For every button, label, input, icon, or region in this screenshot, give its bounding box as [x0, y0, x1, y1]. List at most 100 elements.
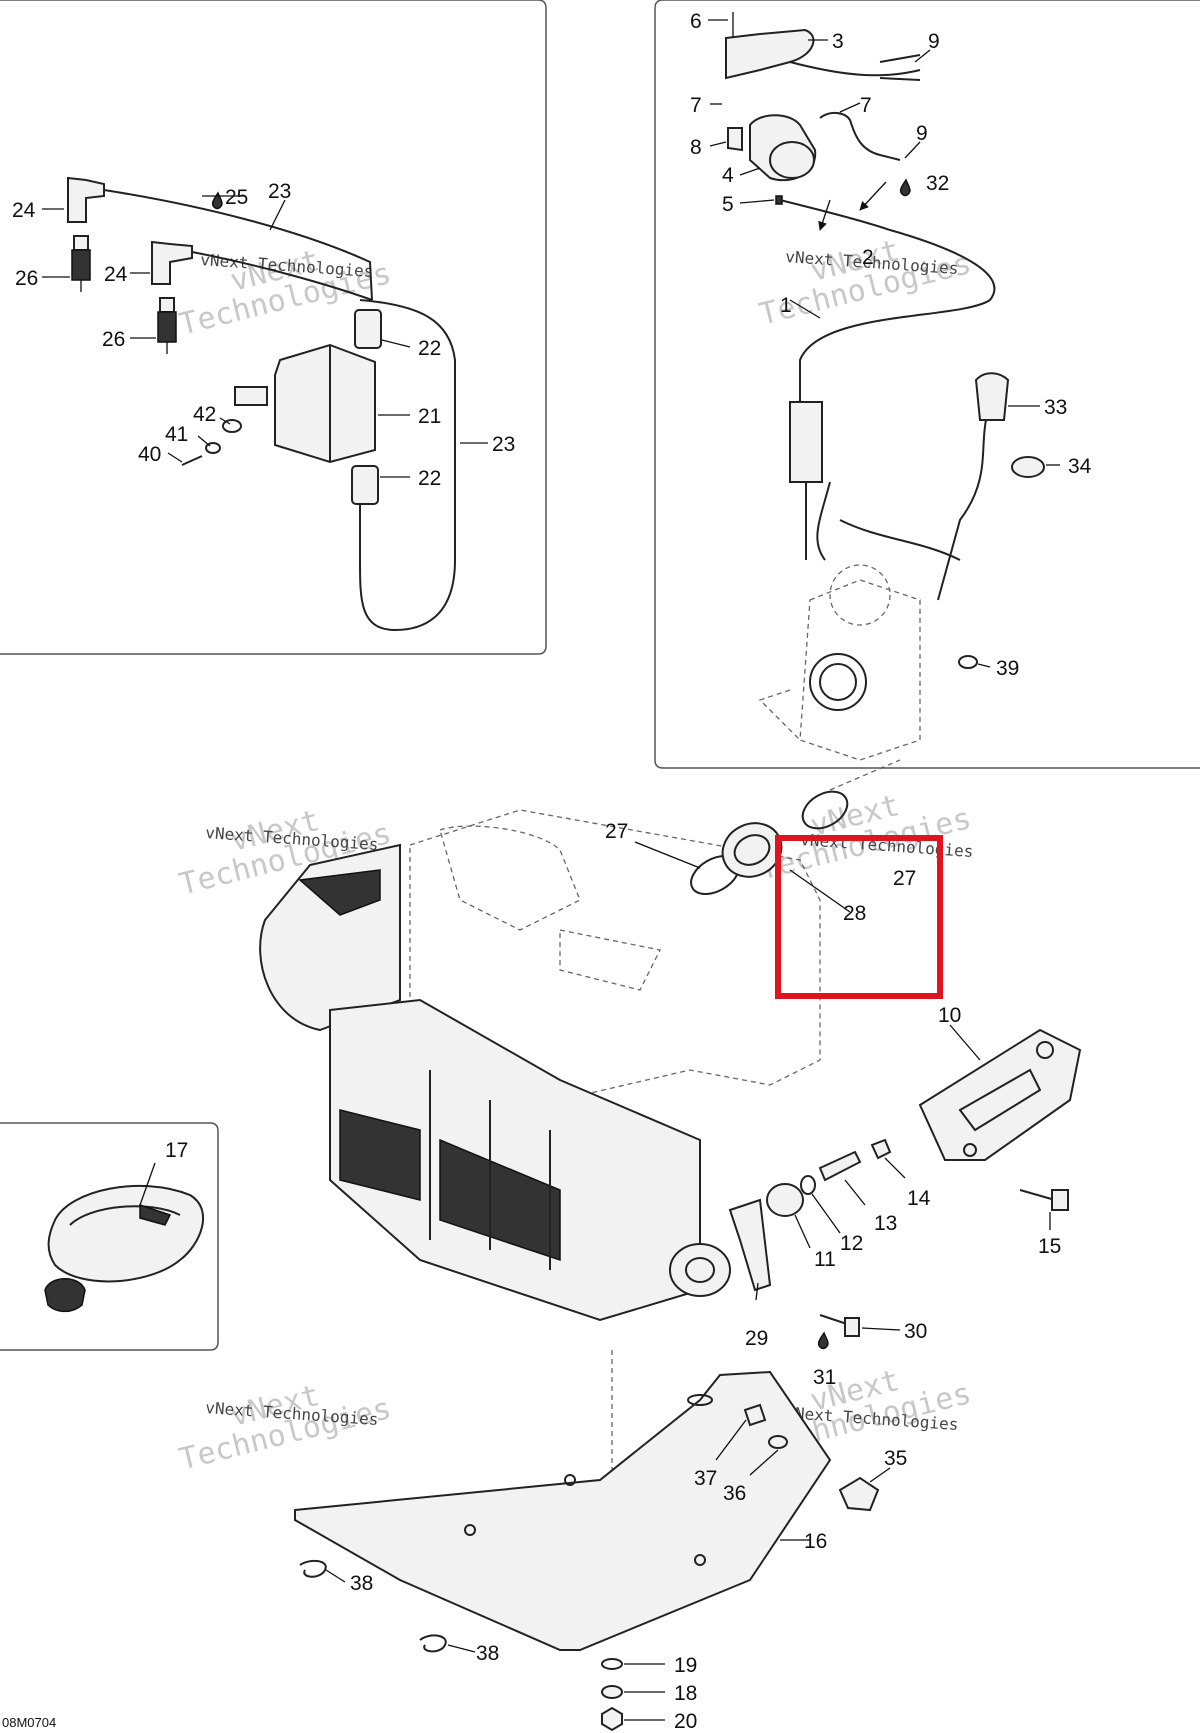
oil-cap-panel	[0, 1122, 219, 1351]
callout-23: 23	[492, 433, 515, 456]
callout-8: 8	[690, 136, 702, 159]
washer-42	[222, 419, 242, 433]
callout-38: 38	[350, 1572, 373, 1595]
callout-18: 18	[674, 1682, 697, 1705]
callout-22: 22	[418, 467, 441, 490]
coil-boot-upper	[354, 309, 382, 349]
carburetor-cable-panel	[654, 0, 1200, 769]
callout-1: 1	[780, 294, 792, 317]
callout-24: 24	[104, 263, 128, 286]
lubricant-drop-icon	[211, 191, 223, 210]
coil-boot-lower	[351, 465, 379, 505]
callout-33: 33	[1044, 396, 1067, 419]
clip-38a	[299, 1559, 327, 1578]
callout-39: 39	[996, 657, 1019, 680]
ht-wire	[103, 189, 373, 301]
callout-16: 16	[804, 1530, 827, 1553]
callout-3: 3	[832, 30, 844, 53]
carburetor-body	[799, 579, 921, 761]
callout-32: 32	[926, 172, 949, 195]
callout-38: 38	[476, 1642, 499, 1665]
drawing-code: 08M0704	[2, 1715, 56, 1730]
wire-harness	[789, 61, 921, 77]
lubricant-drop-icon	[817, 1331, 829, 1350]
coil-connector	[234, 386, 268, 406]
oil-tank-cap	[44, 1184, 205, 1313]
pressure-switch-35	[838, 1476, 880, 1512]
spark-plug-cap-lower	[151, 240, 193, 285]
nut-37	[743, 1403, 767, 1427]
cable-branches	[805, 481, 831, 561]
callout-41: 41	[165, 423, 188, 446]
callout-7: 7	[860, 94, 872, 117]
callout-26: 26	[102, 328, 125, 351]
callout-24: 24	[12, 199, 36, 222]
callout-37: 37	[694, 1467, 717, 1490]
washer-41	[205, 442, 221, 454]
ht-wire-long	[359, 299, 456, 632]
callout-28: 28	[843, 902, 866, 925]
skid-plate-parts	[294, 1370, 880, 1732]
callout-7: 7	[690, 94, 702, 117]
callout-21: 21	[418, 405, 441, 428]
callout-27: 27	[605, 820, 628, 843]
callout-11: 11	[814, 1248, 836, 1271]
callout-26: 26	[15, 267, 38, 290]
clip-39	[958, 655, 978, 669]
cable-branch	[839, 519, 961, 561]
callout-labels: 24 25 23 26 24 26 22 21 42 41 40 23 22 6…	[12, 10, 1092, 1733]
callout-34: 34	[1068, 455, 1092, 478]
clip-8	[727, 127, 743, 152]
callout-25: 25	[225, 186, 248, 209]
stud-13	[818, 1150, 862, 1182]
washer-36	[768, 1435, 788, 1449]
grommet-34	[1011, 456, 1045, 478]
choke-lever-33	[974, 372, 1010, 421]
callout-23: 23	[268, 180, 291, 203]
ht-wire	[191, 251, 373, 301]
callout-9: 9	[916, 122, 928, 145]
cylinder-head	[409, 809, 821, 1101]
callout-35: 35	[884, 1447, 907, 1470]
callout-20: 20	[674, 1710, 697, 1733]
clamp-27b	[801, 790, 849, 830]
support-16	[294, 1370, 832, 1651]
washer-19	[601, 1658, 623, 1670]
engine-mount-parts	[728, 1028, 1082, 1337]
lubricant-drop-icon	[899, 178, 911, 197]
throttle-cable-1	[779, 199, 996, 420]
callout-4: 4	[722, 164, 734, 187]
callout-14: 14	[907, 1187, 931, 1210]
sensor-wire-7	[819, 112, 901, 161]
callout-6: 6	[690, 10, 702, 33]
clip-38b	[419, 1634, 447, 1653]
rubber-mount-11	[766, 1183, 804, 1217]
cable-junction	[789, 401, 823, 483]
callout-36: 36	[723, 1482, 746, 1505]
leader-lines	[42, 19, 1060, 1721]
callout-13: 13	[874, 1212, 897, 1235]
ignition-coil-panel	[0, 0, 547, 655]
lock-washer-18	[601, 1685, 623, 1699]
callout-12: 12	[840, 1232, 863, 1255]
callout-17: 17	[165, 1139, 188, 1162]
highlight-box	[775, 835, 943, 999]
bracket-29	[728, 1198, 772, 1292]
callout-31: 31	[813, 1366, 836, 1389]
spark-plug-lower	[157, 297, 177, 354]
callout-27: 27	[893, 867, 916, 890]
engine-assembly	[259, 809, 821, 1620]
callout-42: 42	[193, 403, 216, 426]
carburetor-parts	[725, 12, 1045, 761]
callout-5: 5	[722, 193, 734, 216]
bolt-15	[1019, 1189, 1056, 1201]
callout-29: 29	[745, 1327, 768, 1350]
ignition-parts	[67, 176, 456, 632]
pto-flange	[669, 1243, 731, 1297]
callout-2: 2	[862, 246, 874, 269]
mount-bracket-10	[918, 1028, 1082, 1161]
washer-12	[800, 1175, 816, 1195]
callout-15: 15	[1038, 1235, 1061, 1258]
primer-cable	[937, 419, 987, 601]
